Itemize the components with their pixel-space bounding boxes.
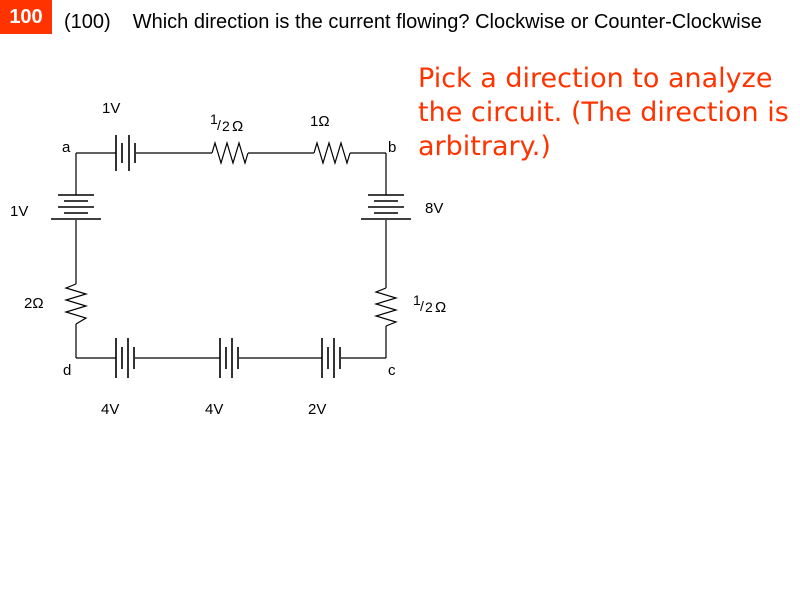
instruction-note: Pick a direction to analyze the circuit.… — [418, 63, 789, 162]
right-resistor — [373, 287, 399, 327]
node-c-label: c — [388, 362, 396, 379]
bottom-battery-left — [115, 338, 135, 378]
right-resistor-numerator: 1 — [413, 292, 421, 308]
node-d-label: d — [63, 362, 71, 379]
left-battery — [51, 194, 101, 220]
top-resistor-left-slash: / — [217, 117, 221, 133]
left-resistor — [63, 283, 89, 325]
question-number: (100) — [64, 11, 111, 33]
top-resistor-left — [211, 140, 249, 166]
bottom-battery-middle — [219, 338, 239, 378]
question-prompt: Which direction is the current flowing? … — [132, 11, 762, 33]
top-resistor-left-numerator: 1 — [210, 111, 218, 127]
question-text: (100) Which direction is the current flow… — [64, 10, 794, 34]
top-resistor-left-unit: Ω — [232, 118, 243, 135]
top-resistor-right-label: 1Ω — [310, 113, 330, 130]
node-a-label: a — [62, 139, 71, 156]
right-resistor-label: 1 / 2 Ω — [413, 292, 446, 316]
bottom-battery-right — [321, 338, 341, 378]
top-resistor-left-label: 1 / 2 Ω — [210, 111, 243, 135]
left-resistor-label: 2Ω — [24, 295, 44, 312]
node-b-label: b — [388, 139, 396, 156]
right-resistor-slash: / — [420, 298, 424, 314]
slide-number-badge: 100 — [0, 0, 52, 34]
top-battery — [115, 135, 136, 171]
right-battery — [361, 194, 411, 220]
right-resistor-denominator: 2 — [425, 299, 433, 315]
bottom-battery-middle-label: 4V — [205, 401, 223, 418]
left-battery-label: 1V — [10, 203, 28, 220]
top-resistor-right — [313, 140, 351, 166]
top-resistor-left-denominator: 2 — [222, 118, 230, 134]
top-battery-label: 1V — [102, 100, 120, 117]
bottom-battery-right-label: 2V — [308, 401, 326, 418]
right-battery-label: 8V — [425, 200, 443, 217]
bottom-battery-left-label: 4V — [101, 401, 119, 418]
right-resistor-unit: Ω — [435, 299, 446, 316]
